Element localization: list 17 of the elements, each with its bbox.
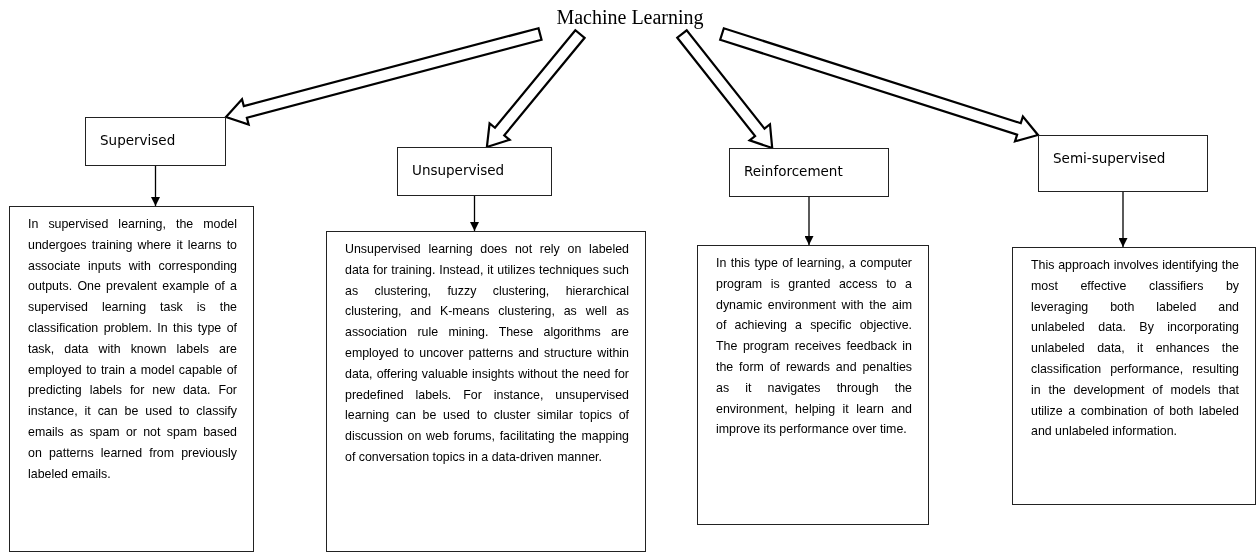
arrow	[804, 196, 814, 246]
title-text: Machine Learning	[555, 6, 705, 29]
arrow	[470, 195, 479, 232]
description-box: This approach involves identifying the most effective classifiers by leveraging both labeled and unlabeled data. By incorporating unlabeled data, it enhances the classification performance, resulting in the development of models that utilize a combination of both labeled and unlabeled information.	[1012, 247, 1256, 505]
block-arrow	[675, 28, 774, 150]
category-box: Reinforcement	[729, 148, 889, 197]
description-box: In supervised learning, the model undergoes training where it learns to associate inputs with corresponding outputs. One prevalent example of a supervised learning task is the classification problem. In this type of task, data with known labels are employed to train a model capable of predicting labels for new data. For instance, it can be used to classify emails as spam or not spam based on patterns learned from previously labeled emails.	[9, 206, 254, 552]
category-box: Semi-supervised	[1038, 135, 1208, 192]
category-box: Unsupervised	[397, 147, 552, 196]
block-arrow	[224, 26, 543, 127]
description-box: Unsupervised learning does not rely on labeled data for training. Instead, it utilizes techniques such as clustering, fuzzy clustering, hierarchical clustering, and K-means clustering, as well as association rule mining. These algorithms are employed to uncover patterns and structure within data, offering valuable insights without the need for predefined labels. For instance, unsupervised learning can be used to cluster similar topics of discussion on web forums, facilitating the mapping of conversation topics in a data-driven manner.	[326, 231, 646, 552]
block-arrow	[718, 26, 1040, 143]
arrow	[151, 165, 160, 207]
category-box: Supervised	[85, 117, 226, 166]
block-arrow	[485, 28, 587, 149]
arrow	[1118, 191, 1128, 248]
description-box: In this type of learning, a computer program is granted access to a dynamic environment with the aim of achieving a specific objective. The program receives feedback in the form of rewards and penalties as it navigates through the environment, helping it learn and improve its performance over time.	[697, 245, 929, 525]
